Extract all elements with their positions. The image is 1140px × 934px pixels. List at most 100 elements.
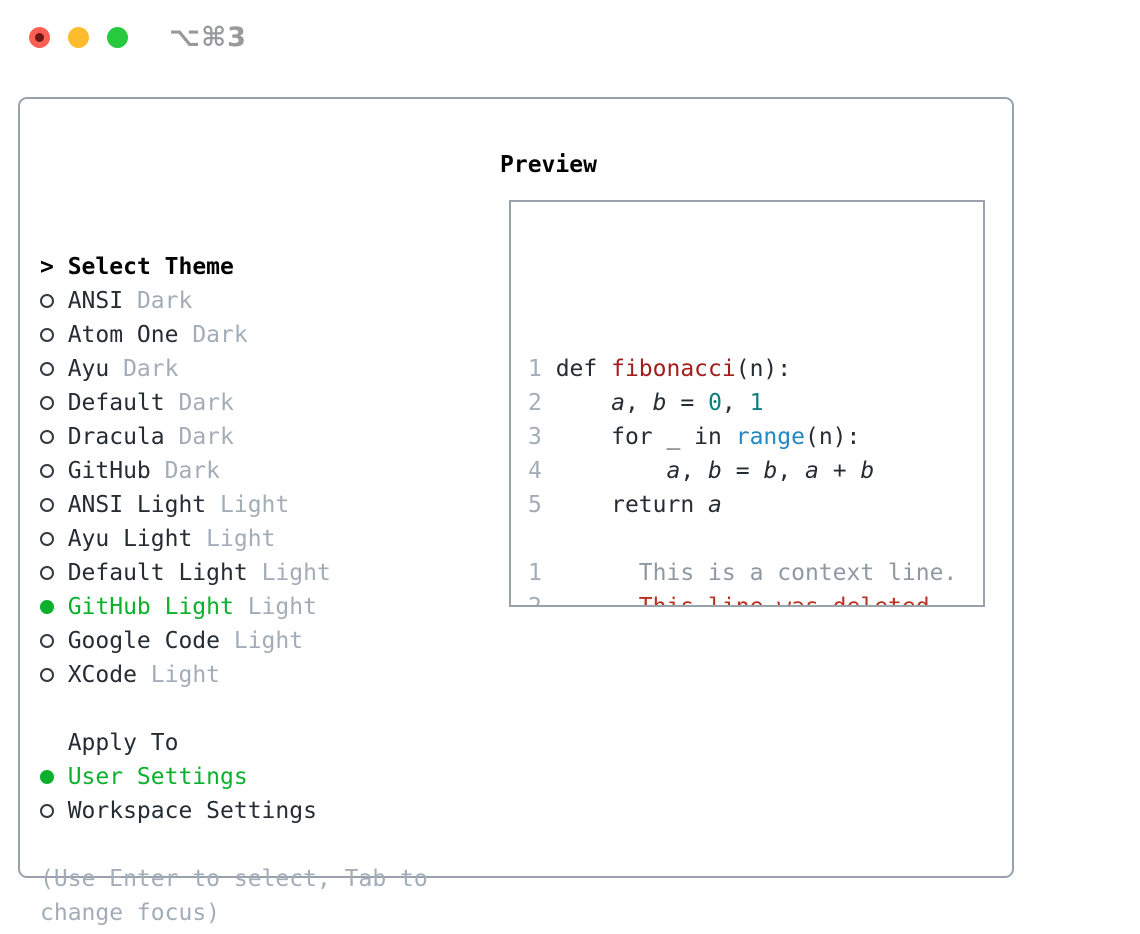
theme-option-ansi-light[interactable]: ANSI Light Light — [40, 488, 428, 522]
theme-variant: Light — [150, 662, 221, 688]
theme-name: GitHub — [67, 458, 165, 484]
apply-to-label: Apply To — [40, 730, 179, 756]
line-number: 4 — [528, 458, 556, 484]
theme-name: Atom One — [67, 322, 193, 348]
apply-option-user-settings[interactable]: User Settings — [40, 760, 428, 794]
theme-option-github[interactable]: GitHub Dark — [40, 454, 428, 488]
radio-icon — [40, 600, 54, 614]
theme-name: Default Light — [67, 560, 262, 586]
code-token: a — [666, 458, 681, 484]
theme-variant: Dark — [164, 458, 221, 484]
code-token: b — [652, 390, 667, 416]
theme-option-dracula[interactable]: Dracula Dark — [40, 420, 428, 454]
preview-title: Preview — [500, 152, 597, 178]
theme-option-xcode[interactable]: XCode Light — [40, 658, 428, 692]
line-number: 1 — [528, 356, 556, 382]
minimize-button[interactable] — [68, 27, 89, 48]
code-line: 1 This is a context line. — [528, 556, 983, 590]
code-line: 2 - This line was deleted. — [528, 590, 983, 607]
theme-variant: Light — [206, 526, 276, 552]
code-token: 0 — [708, 390, 722, 416]
titlebar: ⌥⌘3 — [0, 0, 1140, 75]
code-token: fibonacci — [611, 356, 736, 382]
radio-icon — [40, 804, 54, 818]
radio-icon — [40, 430, 54, 444]
theme-option-atom-one[interactable]: Atom One Dark — [40, 318, 428, 352]
code-token: a — [611, 390, 625, 416]
code-token: , — [721, 390, 750, 416]
code-token: a — [805, 458, 819, 484]
radio-icon — [40, 532, 54, 546]
theme-option-default[interactable]: Default Dark — [40, 386, 428, 420]
apply-option-workspace-settings[interactable]: Workspace Settings — [40, 794, 428, 828]
apply-option-label: Workspace Settings — [67, 798, 317, 824]
radio-icon — [40, 294, 54, 308]
theme-name: Default — [67, 390, 179, 416]
code-token: - This line was deleted. — [555, 594, 944, 607]
theme-variant: Light — [261, 560, 331, 586]
apply-to-header: Apply To — [40, 726, 428, 760]
code-line: 1 def fibonacci(n): — [528, 352, 983, 386]
zoom-button[interactable] — [107, 27, 128, 48]
code-line: 3 for _ in range(n): — [528, 420, 983, 454]
theme-variant: Dark — [136, 288, 193, 314]
code-token: return — [555, 492, 709, 518]
code-token: (n): — [804, 424, 861, 450]
theme-name: Ayu Light — [67, 526, 207, 552]
line-number: 5 — [528, 492, 556, 518]
spacer — [40, 828, 428, 862]
theme-name: Google Code — [67, 628, 234, 654]
line-number: 1 — [528, 560, 556, 586]
code-token: , — [680, 458, 709, 484]
code-token: range — [735, 424, 805, 450]
code-token — [556, 390, 611, 416]
code-token: , — [777, 458, 806, 484]
theme-variant: Light — [233, 628, 304, 654]
code-token: 1 — [749, 390, 764, 416]
theme-option-ansi[interactable]: ANSI Dark — [40, 284, 428, 318]
code-token: for _ in — [555, 424, 736, 450]
code-token — [556, 458, 667, 484]
code-token: + — [818, 458, 861, 484]
blank-line — [528, 522, 983, 556]
radio-icon — [40, 668, 54, 682]
code-line: 4 a, b = b, a + b — [528, 454, 983, 488]
theme-name: GitHub Light — [67, 594, 248, 620]
code-token: a — [708, 492, 722, 518]
theme-option-default-light[interactable]: Default Light Light — [40, 556, 428, 590]
theme-option-ayu[interactable]: Ayu Dark — [40, 352, 428, 386]
hint-text: change focus) — [40, 900, 221, 926]
theme-variant: Light — [220, 492, 290, 518]
close-button[interactable] — [29, 27, 50, 48]
radio-icon — [40, 396, 54, 410]
select-theme-header: > Select Theme — [40, 250, 428, 284]
line-number: 2 — [528, 390, 556, 416]
radio-icon — [40, 328, 54, 342]
theme-name: ANSI — [67, 288, 137, 314]
theme-variant: Dark — [123, 356, 179, 382]
code-token: , — [624, 390, 653, 416]
theme-name: Ayu — [67, 356, 124, 382]
theme-variant: Dark — [192, 322, 248, 348]
code-line: 5 return a — [528, 488, 983, 522]
line-number: 3 — [528, 424, 556, 450]
theme-option-github-light[interactable]: GitHub Light Light — [40, 590, 428, 624]
code-token: = — [721, 458, 764, 484]
traffic-lights — [0, 27, 128, 48]
theme-variant: Dark — [178, 390, 234, 416]
code-line: 2 a, b = 0, 1 — [528, 386, 983, 420]
spacer — [40, 692, 428, 726]
code-token: = — [666, 390, 709, 416]
radio-icon — [40, 770, 54, 784]
radio-icon — [40, 498, 54, 512]
line-number: 2 — [528, 594, 556, 607]
theme-option-google-code[interactable]: Google Code Light — [40, 624, 428, 658]
code-token: def — [555, 356, 612, 382]
blank-line — [528, 318, 983, 352]
theme-variant: Light — [247, 594, 317, 620]
theme-option-ayu-light[interactable]: Ayu Light Light — [40, 522, 428, 556]
